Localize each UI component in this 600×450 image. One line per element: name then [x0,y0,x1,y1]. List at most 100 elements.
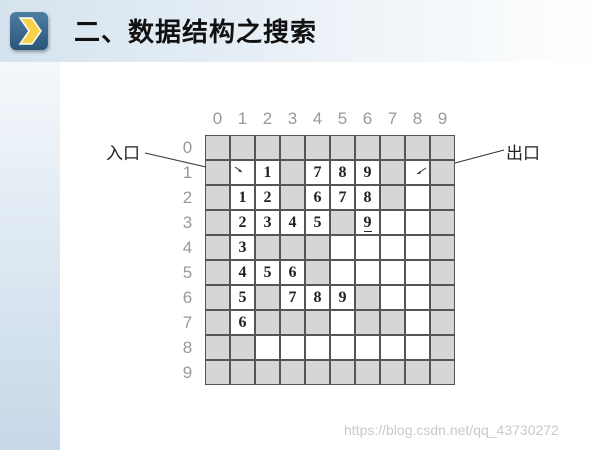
column-index-label: 3 [287,109,298,128]
maze-cell [405,235,430,260]
maze-cell [330,335,355,360]
maze-cell [355,285,380,310]
row-index-label: 5 [182,263,193,282]
maze-cell [230,360,255,385]
watermark: https://blog.csdn.net/qq_43730272 [344,422,559,438]
maze-cell [205,135,230,160]
maze-cell [280,310,305,335]
maze-cell [255,135,280,160]
maze-cell [255,310,280,335]
maze-cell [205,210,230,235]
maze-cell [355,310,380,335]
maze-cell [355,135,380,160]
maze-cell [430,285,455,310]
maze-cell [430,185,455,210]
maze-cell: 7 [280,285,305,310]
maze-cell [430,210,455,235]
step-number: 8 [313,289,322,306]
maze-cell [355,235,380,260]
maze-cell: 8 [355,185,380,210]
maze-cell [405,260,430,285]
row-index-label: 9 [182,363,193,382]
maze-cell [380,235,405,260]
maze-cell [230,335,255,360]
step-number: 8 [363,189,372,206]
maze-cell [430,260,455,285]
maze-cell [355,335,380,360]
left-decorative-band [0,62,60,450]
row-index-label: 2 [182,188,193,207]
maze-cell [305,310,330,335]
maze-cell: 5 [230,285,255,310]
row-index-label: 6 [182,288,193,307]
maze-cell [380,285,405,310]
maze-cell [380,135,405,160]
step-number: 7 [313,164,322,181]
maze-cell [330,135,355,160]
maze-cell [255,235,280,260]
step-number: 3 [263,214,272,231]
step-number: 1 [238,189,247,206]
maze-cell [405,285,430,310]
maze-cell [380,310,405,335]
column-index-label: 2 [262,109,273,128]
step-number: 1 [263,164,272,181]
maze-cell: 3 [255,210,280,235]
maze-cell [355,260,380,285]
logo-badge [10,12,48,50]
maze-cell: 1 [255,160,280,185]
column-index-label: 4 [312,109,323,128]
step-number: 5 [238,289,247,306]
row-index-label: 3 [182,213,193,232]
maze-cell: 1 [230,185,255,210]
exit-pointer-line [454,149,505,164]
maze-cell: 7 [330,185,355,210]
maze-cell [205,260,230,285]
maze-cell [430,360,455,385]
chevron-right-icon [18,17,42,45]
exit-arrow-icon [416,167,427,175]
maze-cell [205,360,230,385]
column-index-label: 8 [412,109,423,128]
maze-cell [280,185,305,210]
maze-cell [380,160,405,185]
step-number: 6 [288,264,297,281]
column-index-label: 5 [337,109,348,128]
maze-cell [205,185,230,210]
maze-cell [330,310,355,335]
maze-cell [205,335,230,360]
step-number: 9 [363,214,372,232]
maze-cell: 6 [280,260,305,285]
maze-cell [255,285,280,310]
column-index-label: 6 [362,109,373,128]
step-number: 9 [338,289,347,306]
step-number: 5 [263,264,272,281]
maze-cell [430,235,455,260]
step-number: 7 [288,289,297,306]
maze-cell [380,260,405,285]
maze-cell [305,335,330,360]
maze-cell: 4 [280,210,305,235]
step-number: 2 [238,214,247,231]
exit-label: 出口 [506,144,540,163]
maze-cell: 8 [305,285,330,310]
maze-cell [405,335,430,360]
maze-cell: 5 [305,210,330,235]
maze-cell [405,185,430,210]
maze-cell [205,235,230,260]
maze-cell: 7 [305,160,330,185]
row-index-label: 8 [182,338,193,357]
maze-cell: 9 [330,285,355,310]
maze-cell [255,335,280,360]
entrance-label: 入口 [106,144,140,163]
maze-cell [280,335,305,360]
maze-cell [405,210,430,235]
maze-cell: 6 [305,185,330,210]
maze-cell [330,360,355,385]
step-number: 4 [238,264,247,281]
step-number: 9 [363,164,372,181]
maze-cell [230,135,255,160]
row-index-label: 7 [182,313,193,332]
maze-cell: 5 [255,260,280,285]
